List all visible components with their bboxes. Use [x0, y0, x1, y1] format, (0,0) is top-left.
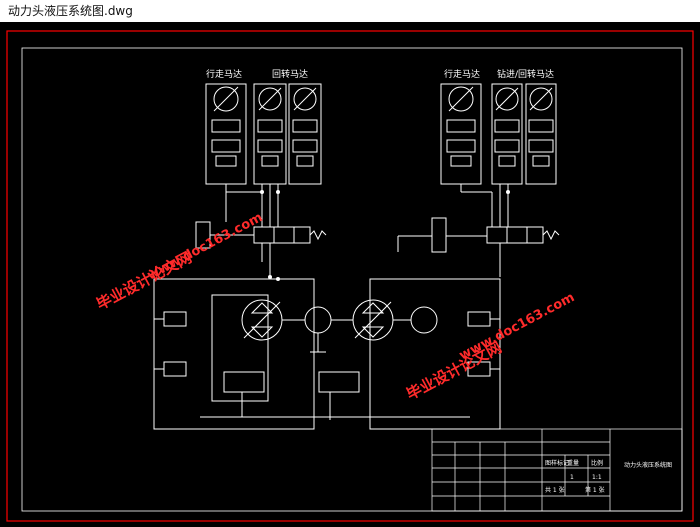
- watermark-url-1: www.doc163.com: [145, 210, 265, 283]
- title-block: [431, 428, 683, 512]
- left-motor-group: [205, 83, 322, 227]
- window-title: 动力头液压系统图.dwg: [0, 0, 700, 22]
- label-right-b: 钻进/回转马达: [497, 68, 554, 80]
- title-block-qty: 1: [570, 474, 574, 481]
- cad-canvas[interactable]: 行走马达 回转马达 行走马达 钻进/回转马达 动力头液压系统图 图样标记 重量 …: [0, 22, 700, 527]
- title-block-scale-label: 图样标记: [545, 459, 569, 467]
- inner-frame: [21, 47, 683, 512]
- title-block-weight-label: 重量: [567, 459, 579, 467]
- title-block-drawing-title: 动力头液压系统图: [624, 461, 672, 469]
- title-block-sheet-label: 共 1 张: [545, 486, 565, 494]
- schematic-drawing: 行走马达 回转马达 行走马达 钻进/回转马达 动力头液压系统图 图样标记 重量 …: [6, 30, 694, 522]
- label-left-a: 行走马达: [206, 68, 242, 80]
- left-directional-valve: [195, 221, 327, 249]
- label-right-a: 行走马达: [444, 68, 480, 80]
- label-left-b: 回转马达: [272, 68, 308, 80]
- drawing-frame: [6, 30, 694, 522]
- watermark-url-2: www.doc163.com: [457, 290, 577, 363]
- title-block-ratio-value: 1:1: [592, 474, 602, 481]
- right-directional-valve: [397, 217, 560, 253]
- right-motor-group: [440, 83, 557, 227]
- main-circuit: [153, 243, 501, 430]
- title-block-ratio-label: 比例: [591, 459, 603, 467]
- junction-dots: [260, 190, 510, 281]
- title-block-sheet-no: 第 1 张: [585, 486, 605, 494]
